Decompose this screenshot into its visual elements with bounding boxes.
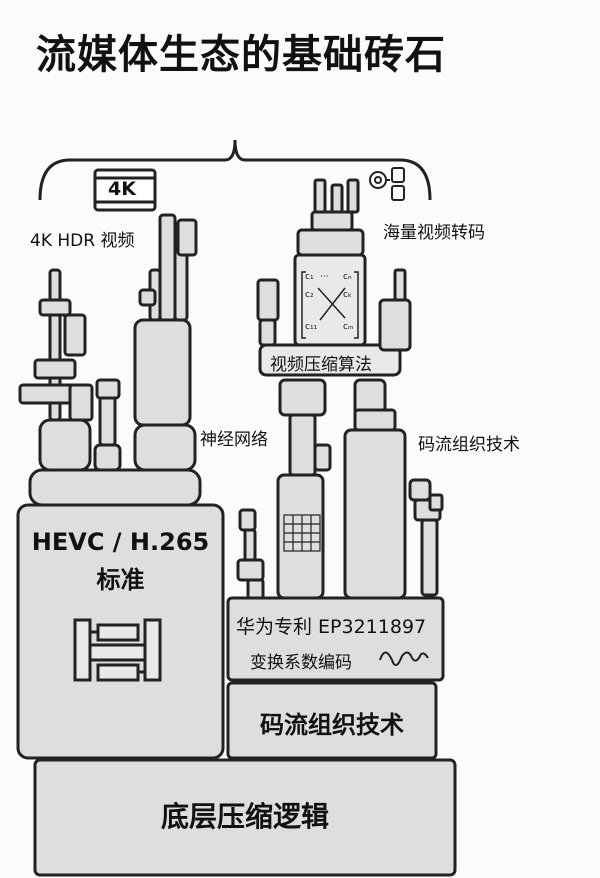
hdr-video-label: 4K HDR 视频 <box>30 231 135 251</box>
left-plate <box>28 468 202 507</box>
matrix-c1: c₁ <box>305 272 314 282</box>
matrix-dots-top: ··· <box>320 272 329 282</box>
bitstream-box-label: 码流组织技术 <box>260 711 404 739</box>
badge-4k-label: 4K <box>108 178 136 200</box>
patent-sublabel: 变换系数编码 <box>250 653 352 673</box>
left-tower-block <box>38 418 92 472</box>
algorithm-label: 视频压缩算法 <box>270 355 372 375</box>
tall-right-block <box>343 428 407 600</box>
bracket-shape <box>38 139 432 201</box>
hevc-subtitle: 标准 <box>96 566 145 594</box>
patent-label: 华为专利 EP3211897 <box>236 616 427 638</box>
chip-icon <box>73 618 162 682</box>
badge-4k-icon <box>93 168 157 212</box>
grid-icon <box>283 514 321 552</box>
patent-block <box>226 596 445 682</box>
signature-mark <box>379 651 429 667</box>
bitstream-block <box>226 681 438 760</box>
neural-network-label: 神经网络 <box>200 430 268 450</box>
base-block <box>33 758 457 877</box>
page-title: 流媒体生态的基础砖石 <box>36 32 446 78</box>
transcode-label: 海量视频转码 <box>383 223 485 243</box>
matrix-cn: cₙ <box>343 272 352 282</box>
grid-block <box>276 473 325 600</box>
hevc-title: HEVC / H.265 <box>31 528 210 556</box>
transcode-icon <box>369 167 405 201</box>
bitstream-side-label: 码流组织技术 <box>418 435 520 455</box>
matrix-ck: cₖ <box>343 290 352 300</box>
matrix-c11: c₁₁ <box>305 322 318 332</box>
matrix-c2: c₂ <box>305 290 314 300</box>
tall-left-block <box>133 318 192 427</box>
algorithm-block <box>258 343 402 377</box>
matrix-diagram <box>301 271 359 339</box>
base-label: 底层压缩逻辑 <box>160 800 329 833</box>
matrix-cm: cₘ <box>343 322 354 332</box>
left-small-block <box>93 443 122 472</box>
